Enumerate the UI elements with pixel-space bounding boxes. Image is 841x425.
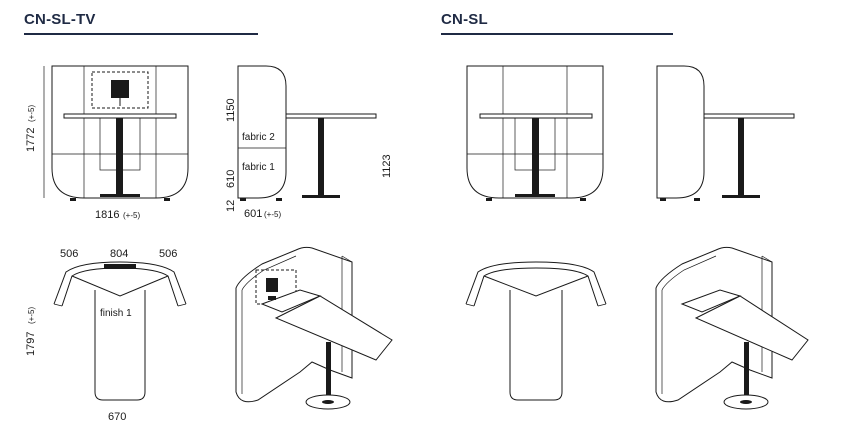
front-width-label: 1816 — [95, 209, 119, 221]
plan-left-label: 506 — [60, 248, 78, 260]
plan-depth-label: 1797 — [25, 332, 37, 356]
sl-perspective-view — [655, 246, 809, 410]
sl-side-view — [656, 65, 795, 201]
section-title-cn-sl-tv: CN-SL-TV — [24, 11, 96, 28]
plan-table-width-label: 670 — [108, 411, 126, 423]
side-depth-tol: (+-5) — [264, 210, 281, 219]
front-height-tol: (+-5) — [27, 105, 36, 122]
side-depth-label: 601 — [244, 208, 262, 220]
sl-front-view — [466, 65, 604, 201]
front-height-label: 1772 — [25, 128, 37, 152]
plan-center-label: 804 — [110, 248, 128, 260]
side-base-label: 12 — [225, 200, 237, 212]
tv-side-view — [237, 65, 377, 201]
tv-front-height-dim: 1772 (+-5) — [25, 66, 45, 198]
side-upper-label: 1150 — [225, 98, 237, 122]
front-width-tol: (+-5) — [123, 211, 140, 220]
finish-label: finish 1 — [100, 308, 132, 319]
plan-right-label: 506 — [159, 248, 177, 260]
tv-plan-view — [53, 261, 187, 401]
tv-front-view — [51, 65, 189, 201]
fabric-upper-label: fabric 2 — [242, 132, 275, 143]
table-height-label: 1123 — [381, 154, 393, 178]
section-rule-cn-sl-tv — [24, 33, 258, 35]
fabric-lower-label: fabric 1 — [242, 162, 275, 173]
plan-depth-tol: (+-5) — [27, 307, 36, 324]
section-title-cn-sl: CN-SL — [441, 11, 488, 28]
side-lower-label: 610 — [225, 170, 237, 188]
tv-perspective-view — [235, 246, 393, 410]
section-rule-cn-sl — [441, 33, 673, 35]
sl-plan-view — [465, 261, 607, 401]
